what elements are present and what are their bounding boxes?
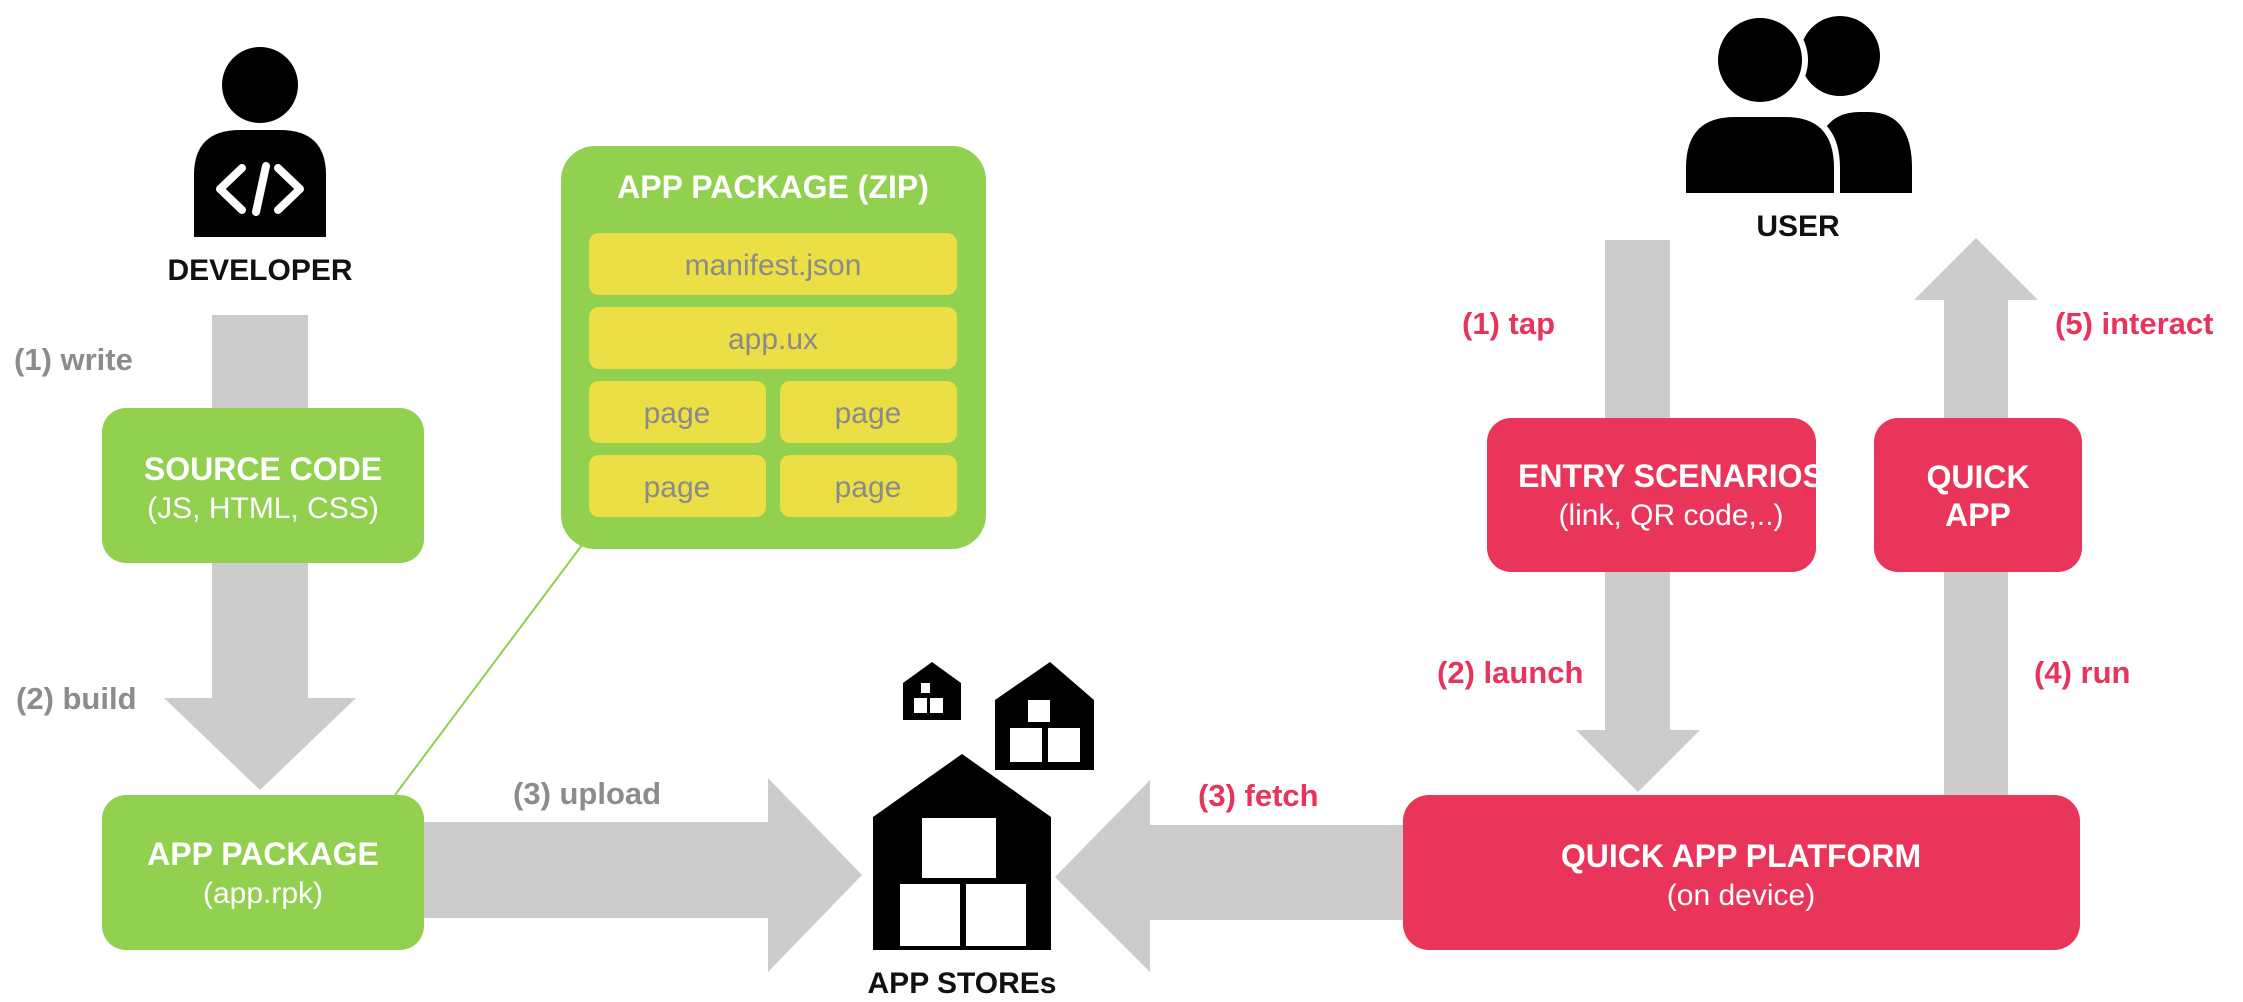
build-arrow	[164, 560, 356, 790]
page-file	[780, 381, 957, 443]
appux-file-label: app.ux	[728, 323, 818, 356]
page-file-label: page	[835, 471, 902, 504]
entry-scenarios-title: ENTRY SCENARIOS	[1518, 458, 1824, 494]
upload-label: (3) upload	[513, 776, 661, 811]
app-package-title: APP PACKAGE	[147, 836, 379, 872]
zip-connector-line	[394, 544, 583, 796]
source-code-title: SOURCE CODE	[144, 451, 382, 487]
developer-title: DEVELOPER	[167, 254, 352, 287]
appux-file	[589, 307, 957, 369]
platform-subtitle: (on device)	[1667, 879, 1815, 912]
entry-scenarios-subtitle: (link, QR code,..)	[1558, 499, 1783, 532]
source-code-box	[102, 408, 424, 563]
warehouse-icon	[873, 662, 1094, 950]
manifest-file	[589, 233, 957, 295]
tap-label: (1) tap	[1462, 306, 1555, 341]
app-stores-title: APP STOREs	[868, 967, 1057, 1000]
page-file	[780, 455, 957, 517]
launch-label: (2) launch	[1437, 655, 1583, 690]
quick-app-line2: APP	[1945, 497, 2011, 533]
page-file	[589, 381, 766, 443]
users-icon	[1680, 12, 1912, 199]
quick-app-line1: QUICK	[1926, 459, 2029, 495]
app-package-zip-title: APP PACKAGE (ZIP)	[617, 169, 929, 205]
platform-title: QUICK APP PLATFORM	[1561, 838, 1921, 874]
build-label: (2) build	[16, 681, 137, 716]
page-file-label: page	[644, 471, 711, 504]
developer-code-icon	[194, 47, 326, 237]
app-package-box	[102, 795, 424, 950]
user-title: USER	[1756, 210, 1840, 243]
page-file-label: page	[644, 397, 711, 430]
run-label: (4) run	[2034, 655, 2130, 690]
quick-app-box	[1874, 418, 2082, 572]
platform-box	[1403, 795, 2080, 950]
write-arrow	[212, 315, 308, 410]
page-file	[589, 455, 766, 517]
manifest-file-label: manifest.json	[685, 249, 862, 282]
entry-scenarios-box	[1487, 418, 1816, 572]
app-package-subtitle: (app.rpk)	[203, 877, 323, 910]
fetch-label: (3) fetch	[1198, 778, 1319, 813]
write-label: (1) write	[14, 342, 133, 377]
fetch-arrow	[1055, 780, 1405, 972]
page-file-label: page	[835, 397, 902, 430]
upload-arrow	[420, 778, 862, 972]
interact-label: (5) interact	[2055, 306, 2213, 341]
source-code-subtitle: (JS, HTML, CSS)	[147, 492, 379, 525]
